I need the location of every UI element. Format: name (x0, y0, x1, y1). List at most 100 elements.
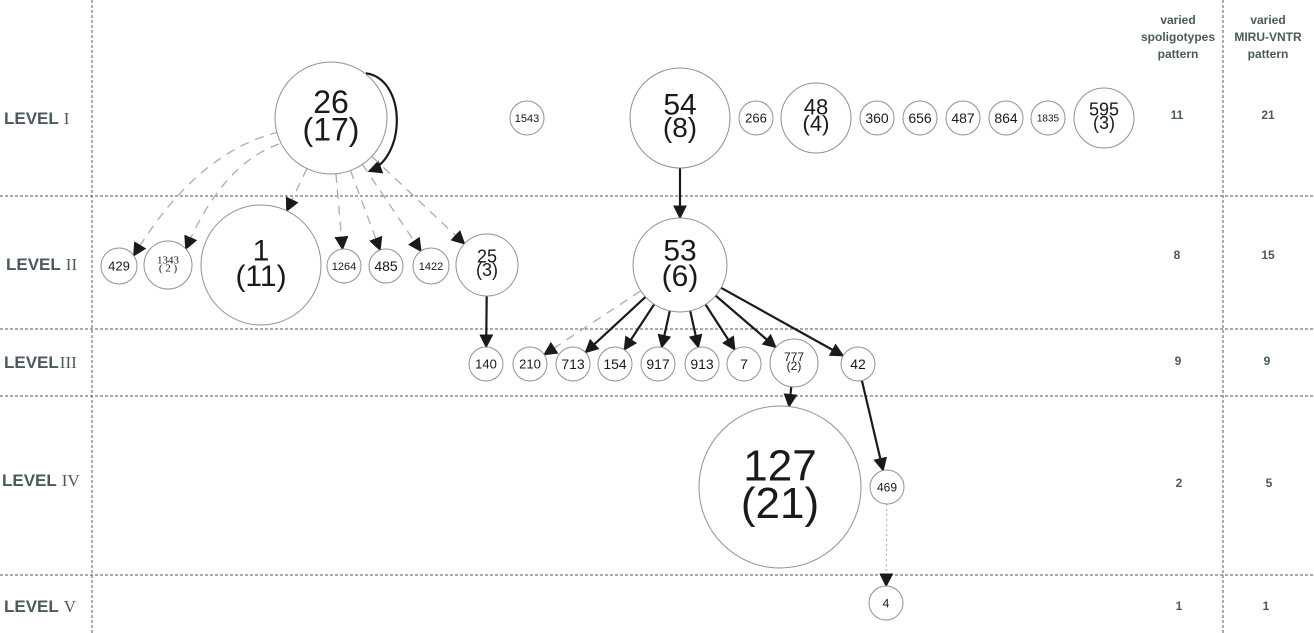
node-label: 429 (108, 259, 130, 274)
node-circle (632, 217, 728, 313)
node-26: 26(17) (274, 61, 388, 175)
edge-42-to-469 (860, 380, 888, 472)
node-circle (869, 469, 905, 505)
node-487: 487 (945, 100, 981, 136)
level-label: LEVELIII (4, 353, 77, 372)
node-circle (455, 233, 519, 297)
node-circle (274, 61, 388, 175)
node-4: 4 (868, 585, 904, 621)
node-label: 54 (663, 89, 696, 122)
miru-vntr-count: 1 (1263, 599, 1270, 613)
node-154: 154 (597, 346, 633, 382)
node-circle (509, 100, 545, 136)
node-label: 864 (994, 110, 1018, 126)
node-label: 48 (804, 95, 828, 120)
level-row-3: LEVELIII 9 9 (4, 353, 1271, 372)
edge-53-to-913 (688, 310, 703, 349)
node-360: 360 (859, 100, 895, 136)
node-count: (3) (1093, 113, 1115, 133)
edges (133, 72, 894, 588)
node-label: 487 (951, 110, 975, 126)
node-circle (902, 100, 938, 136)
node-circle (368, 248, 404, 284)
node-595: 595(3) (1073, 87, 1135, 149)
node-count: (21) (741, 479, 819, 528)
node-label: 917 (646, 356, 670, 372)
node-label: 7 (740, 356, 748, 372)
node-circle (868, 585, 904, 621)
miru-vntr-count: 5 (1266, 476, 1273, 490)
miru-vntr-count: 21 (1261, 108, 1275, 122)
node-864: 864 (988, 100, 1024, 136)
node-210: 210 (512, 346, 548, 382)
spoligotypes-count: 2 (1176, 476, 1183, 490)
node-42: 42 (840, 346, 876, 382)
node-485: 485 (368, 248, 404, 284)
node-7: 7 (726, 346, 762, 382)
edge-469-to-4 (879, 503, 894, 588)
node-circle (840, 346, 876, 382)
edge-53-to-210 (543, 290, 642, 356)
node-label: 154 (603, 356, 627, 372)
node-count: (2) (787, 359, 802, 373)
node-label: 1 (253, 235, 270, 268)
node-140: 140 (468, 346, 504, 382)
node-label: 140 (475, 357, 497, 372)
spoligotypes-count: 8 (1174, 248, 1181, 262)
node-circle (512, 346, 548, 382)
node-label: 1835 (1037, 114, 1060, 125)
node-circle (780, 82, 852, 154)
node-circle (143, 240, 193, 290)
node-circle (468, 346, 504, 382)
node-label: 42 (850, 356, 866, 372)
edge-53-to-7 (704, 303, 736, 351)
column-header-line: pattern (1158, 47, 1199, 61)
node-circle (859, 100, 895, 136)
edge-26-to-1422 (361, 164, 422, 253)
node-circle (555, 346, 591, 382)
node-circle (738, 100, 774, 136)
node-1: 1(11) (200, 204, 322, 326)
edge-53-to-42 (720, 286, 845, 357)
node-label: 777 (784, 350, 804, 364)
node-count: (6) (662, 260, 699, 293)
node-label: 595 (1089, 99, 1119, 119)
node-label: 485 (374, 258, 398, 274)
node-777: 777(2) (769, 338, 819, 388)
node-label: 469 (877, 480, 897, 494)
node-713: 713 (555, 346, 591, 382)
node-circle (1030, 100, 1066, 136)
node-label: 4 (883, 596, 890, 610)
node-913: 913 (684, 346, 720, 382)
edge-53-to-777 (714, 294, 777, 349)
node-label: 713 (561, 356, 585, 372)
edge-26-to-485 (349, 170, 383, 252)
node-count: (3) (476, 260, 498, 280)
spoligotypes-count: 1 (1176, 599, 1183, 613)
node-label: 1343 (157, 254, 180, 266)
node-circle (684, 346, 720, 382)
node-469: 469 (869, 469, 905, 505)
node-429: 429 (100, 247, 138, 285)
node-label: 266 (745, 111, 767, 126)
node-label: 210 (519, 357, 541, 372)
node-circle (100, 247, 138, 285)
node-1422: 1422 (412, 247, 450, 285)
node-1543: 1543 (509, 100, 545, 136)
node-1343: 1343( 2 ) (143, 240, 193, 290)
edge-26-to-1 (285, 168, 308, 213)
column-header-line: pattern (1248, 47, 1289, 61)
node-label: 1264 (332, 261, 356, 273)
spoligotypes-count: 9 (1175, 354, 1182, 368)
node-656: 656 (902, 100, 938, 136)
